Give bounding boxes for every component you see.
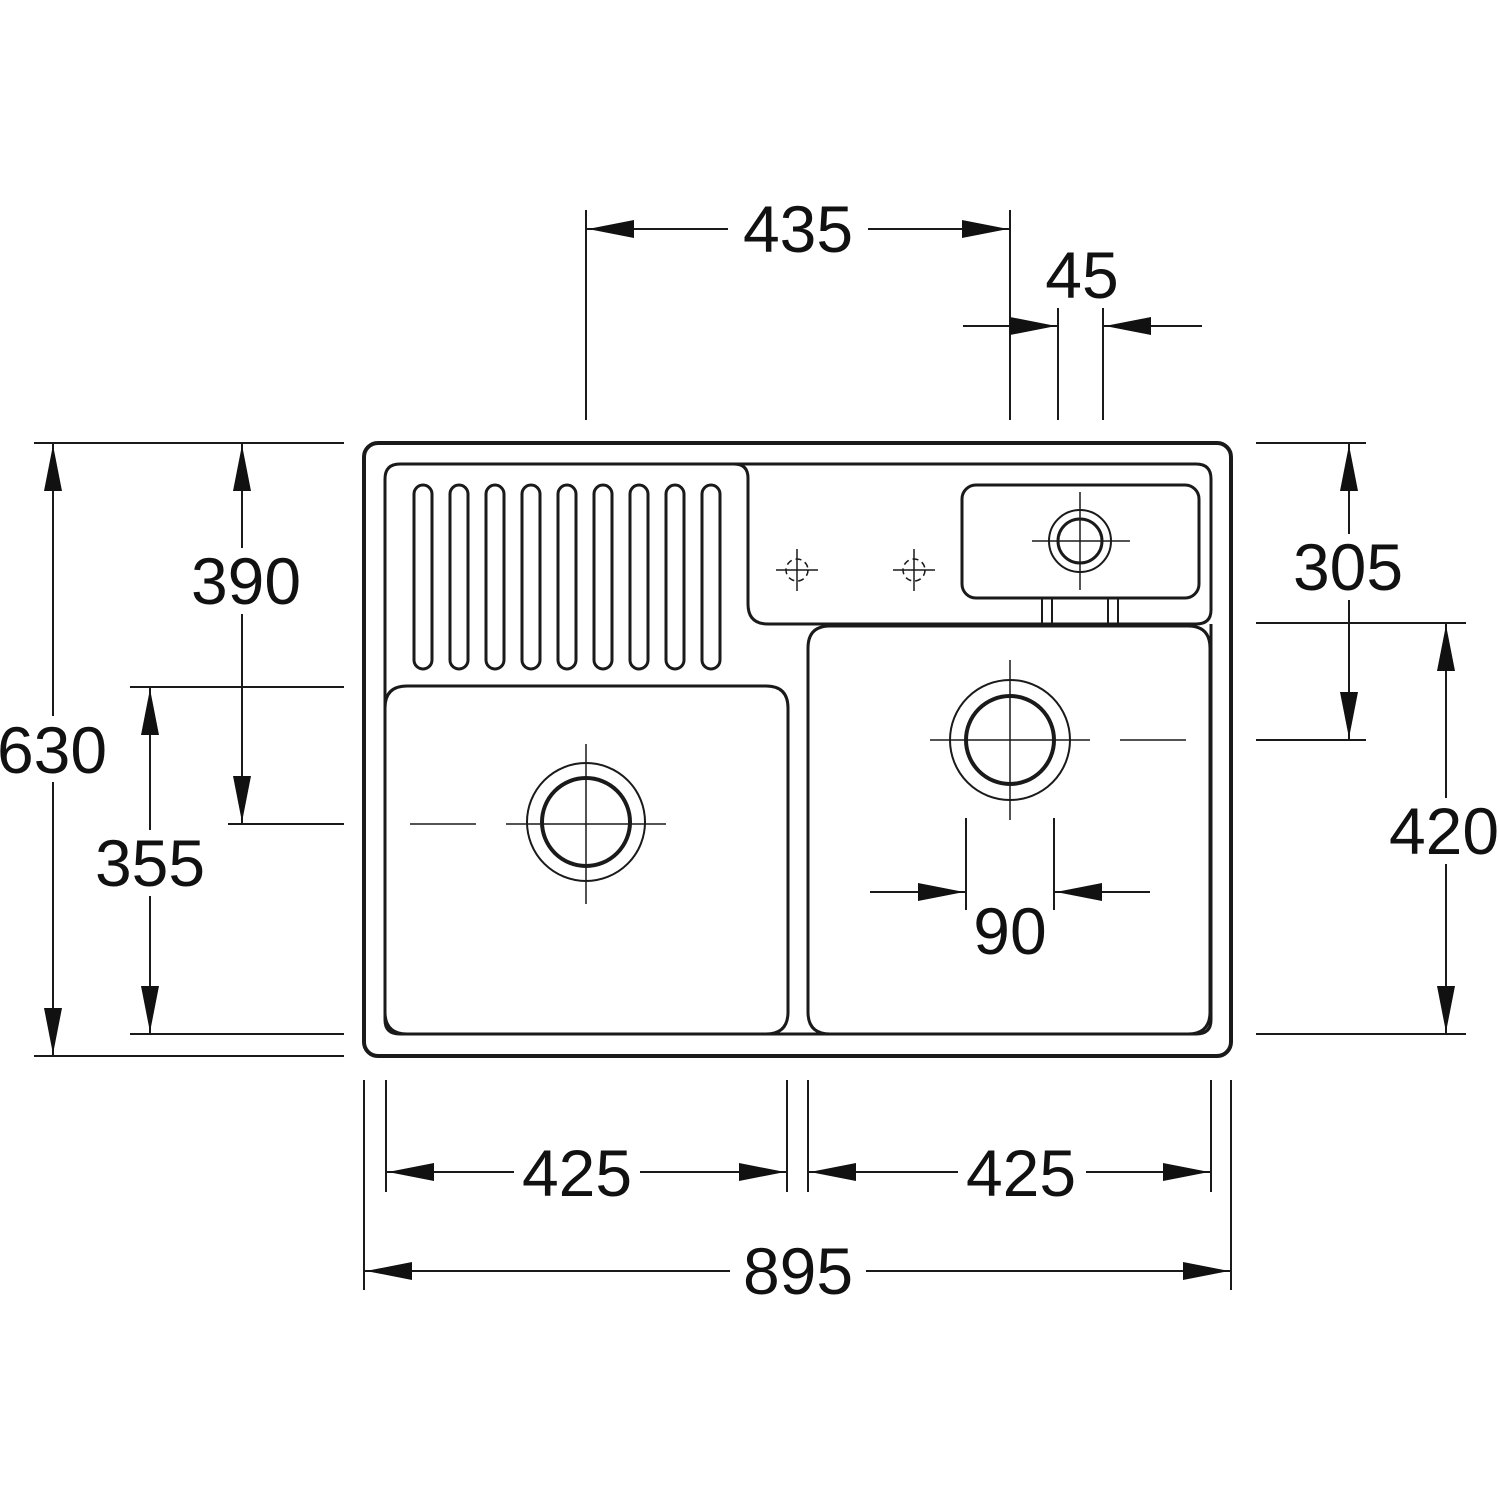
sink-inner-deck	[400, 462, 1213, 626]
dimension-90: 90	[870, 818, 1150, 968]
sink-inner-frame	[383, 462, 1213, 1036]
sink-body	[362, 441, 1233, 1058]
dimension-435: 435	[585, 192, 1011, 420]
drainer-groove	[628, 483, 650, 671]
tap-hole-right	[893, 549, 935, 591]
dim-label-630: 630	[0, 713, 107, 787]
dim-label-425-right: 425	[966, 1136, 1076, 1210]
dimension-305: 305	[1256, 442, 1410, 741]
drainer-groove	[664, 483, 686, 671]
small-bowl-outline	[960, 483, 1201, 600]
dimension-425-left: 425	[363, 1080, 788, 1290]
left-bowl-outline	[383, 684, 790, 1036]
dim-label-90: 90	[973, 894, 1046, 968]
drainer-groove	[592, 483, 614, 671]
dimension-425-right: 425	[807, 1080, 1232, 1290]
dim-label-390: 390	[191, 544, 301, 618]
dimension-630: 630	[0, 442, 344, 1057]
dim-label-425-left: 425	[522, 1136, 632, 1210]
dimension-390: 390	[186, 443, 344, 825]
drainer-groove	[700, 483, 722, 671]
dim-label-355: 355	[95, 826, 205, 900]
dim-label-45: 45	[1045, 238, 1118, 312]
left-bowl	[383, 684, 790, 1036]
right-bowl-outline	[806, 624, 1212, 1036]
tap-hole-left	[776, 549, 818, 591]
dimension-355: 355	[92, 686, 344, 1035]
dimension-45: 45	[963, 238, 1202, 420]
drainer-groove	[448, 483, 470, 671]
sink-outer-rim	[362, 441, 1233, 1058]
drainer-grooves	[412, 483, 722, 671]
right-bowl	[806, 624, 1212, 1036]
drainer-groove	[412, 483, 434, 671]
dimension-895: 895	[364, 1234, 1231, 1308]
drainer-groove	[484, 483, 506, 671]
drainer-groove	[556, 483, 578, 671]
dim-label-305: 305	[1293, 530, 1403, 604]
small-bowl	[960, 483, 1201, 624]
dim-label-420: 420	[1389, 794, 1499, 868]
drainer-groove	[520, 483, 542, 671]
dim-label-895: 895	[743, 1234, 853, 1308]
dimension-420: 420	[1256, 622, 1500, 1035]
dim-label-435: 435	[743, 192, 853, 266]
